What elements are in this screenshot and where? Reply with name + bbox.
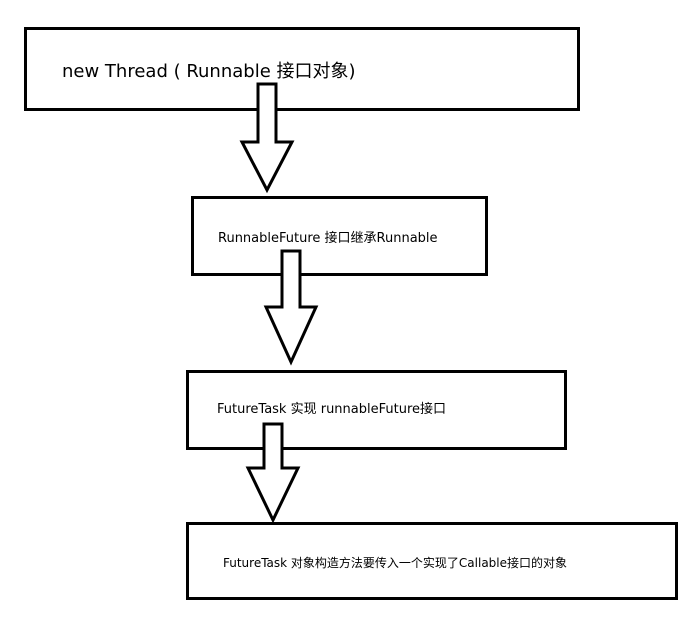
node-new-thread: new Thread ( Runnable 接口对象) xyxy=(24,27,580,111)
node-runnable-future-label: RunnableFuture 接口继承Runnable xyxy=(218,231,438,246)
arrow-down-icon xyxy=(263,249,319,366)
node-new-thread-label: new Thread ( Runnable 接口对象) xyxy=(62,61,356,82)
node-runnable-future: RunnableFuture 接口继承Runnable xyxy=(191,196,488,276)
node-future-task-constructor: FutureTask 对象构造方法要传入一个实现了Callable接口的对象 xyxy=(186,522,678,600)
arrow-down-icon xyxy=(245,422,301,524)
arrow-down-icon xyxy=(239,82,295,194)
node-future-task-constructor-label: FutureTask 对象构造方法要传入一个实现了Callable接口的对象 xyxy=(223,556,568,570)
node-future-task-implements-label: FutureTask 实现 runnableFuture接口 xyxy=(217,402,447,417)
node-future-task-implements: FutureTask 实现 runnableFuture接口 xyxy=(186,370,567,450)
